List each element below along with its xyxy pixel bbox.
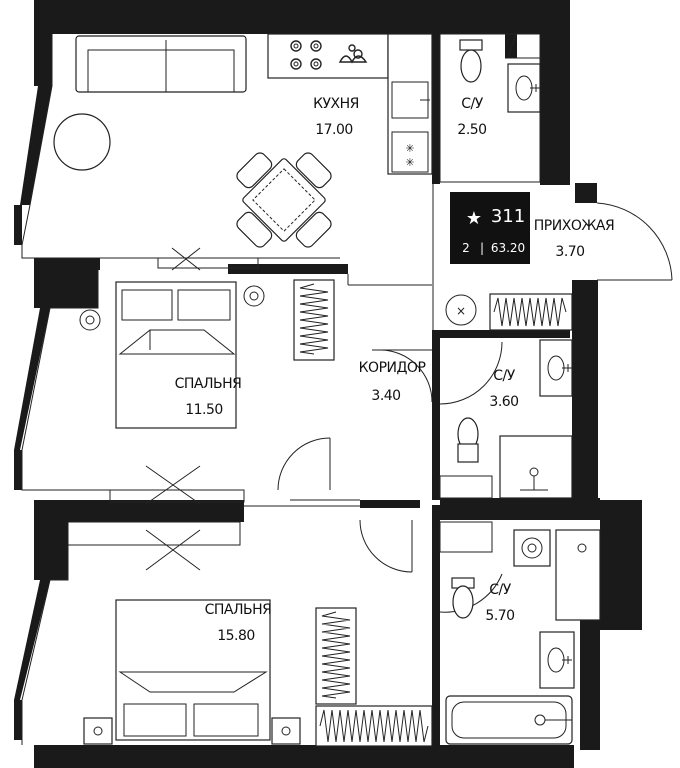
corridor-area: 3.40 [371, 388, 400, 404]
svg-text:✳: ✳ [405, 156, 414, 169]
svg-text:✳: ✳ [405, 142, 414, 155]
bath1-name: С/У [461, 96, 483, 112]
bath2-area: 3.60 [489, 394, 518, 410]
dining-table-icon [236, 152, 332, 248]
bath1-fixtures [439, 33, 541, 183]
nightstand-icon [83, 717, 113, 745]
kitchen-area: 17.00 [315, 122, 353, 138]
hallway-name: ПРИХОЖАЯ [534, 218, 614, 234]
toilet-icon [457, 417, 479, 463]
round-table-icon [53, 113, 111, 171]
kitchen-counter [267, 33, 389, 79]
hallway-area: 3.70 [555, 244, 584, 260]
dishwasher-icon [391, 131, 429, 173]
washbasin-icon [539, 631, 575, 689]
badge-separator: | [480, 241, 484, 255]
bedroom1-area: 11.50 [185, 402, 223, 418]
rooms-count: 2 [462, 241, 470, 255]
nightstand-icon [79, 309, 101, 331]
bed-icon [115, 281, 237, 429]
walls [14, 0, 642, 768]
nightstand-icon [271, 717, 301, 745]
corridor-name: КОРИДОР [359, 360, 426, 376]
bath3-area: 5.70 [485, 608, 514, 624]
bedroom1-name: СПАЛЬНЯ [175, 376, 242, 392]
bedroom2-furniture [67, 521, 433, 747]
bedroom2-area: 15.80 [217, 628, 255, 644]
kitchen-furniture: ✳ ✳ [53, 33, 433, 271]
room-labels: КУХНЯ 17.00 С/У 2.50 ПРИХОЖАЯ 3.70 СПАЛЬ… [175, 96, 615, 644]
bedroom1-furniture [79, 279, 335, 505]
shower-icon [499, 435, 573, 499]
svg-text:×: × [456, 304, 466, 318]
bed-icon [115, 599, 271, 741]
bath1-area: 2.50 [457, 122, 486, 138]
corridor-fixtures [359, 349, 433, 573]
dishes-icon [338, 44, 368, 64]
toilet-icon [451, 577, 475, 619]
kitchen-name: КУХНЯ [313, 96, 359, 112]
apartment-number: 311 [491, 206, 525, 227]
total-area: 63.20 [491, 241, 525, 255]
bath2-name: С/У [493, 368, 515, 384]
nightstand-icon [243, 285, 265, 307]
bath3-fixtures [439, 521, 601, 745]
bath2-fixtures [439, 339, 573, 499]
bedroom2-name: СПАЛЬНЯ [205, 602, 272, 618]
stove-icon [290, 40, 322, 70]
hallway-fixtures: × [445, 202, 673, 331]
apartment-badge: ★ 311 2 | 63.20 [450, 192, 530, 264]
star-icon: ★ [466, 208, 482, 229]
sofa-icon [75, 35, 247, 93]
toilet-icon [459, 39, 483, 83]
washing-machine-icon [513, 529, 551, 567]
bath3-name: С/У [489, 582, 511, 598]
